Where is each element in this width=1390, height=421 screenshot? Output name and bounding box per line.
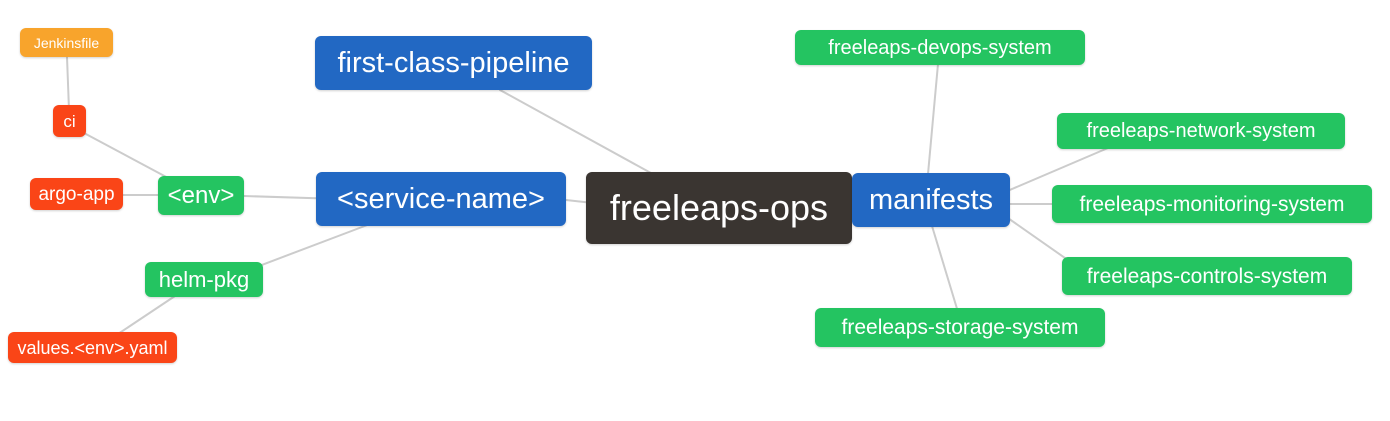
edge-manifests-to-freeleaps-storage-system	[931, 225, 959, 313]
node-freeleaps-devops-system[interactable]: freeleaps-devops-system	[795, 30, 1085, 65]
node-values-env-yaml[interactable]: values.<env>.yaml	[8, 332, 177, 363]
node-freeleaps-storage-system[interactable]: freeleaps-storage-system	[815, 308, 1105, 347]
edge-freeleaps-devops-system-to-manifests	[926, 63, 939, 186]
node-freeleaps-ops[interactable]: freeleaps-ops	[586, 172, 852, 244]
node-argo-app[interactable]: argo-app	[30, 178, 123, 210]
node-manifests[interactable]: manifests	[852, 173, 1010, 227]
edge-helm-pkg-to-values-env-yaml	[111, 293, 179, 339]
node-first-class-pipeline[interactable]: first-class-pipeline	[315, 36, 592, 90]
edge-first-class-pipeline-to-freeleaps-ops	[499, 89, 661, 179]
node-env[interactable]: <env>	[158, 176, 244, 215]
node-freeleaps-controls-system[interactable]: freeleaps-controls-system	[1062, 257, 1352, 295]
node-jenkinsfile[interactable]: Jenkinsfile	[20, 28, 113, 57]
node-helm-pkg[interactable]: helm-pkg	[145, 262, 263, 297]
node-freeleaps-network-system[interactable]: freeleaps-network-system	[1057, 113, 1345, 149]
edge-jenkinsfile-to-ci	[66, 56, 70, 111]
node-freeleaps-monitoring-system[interactable]: freeleaps-monitoring-system	[1052, 185, 1372, 223]
node-service-name[interactable]: <service-name>	[316, 172, 566, 226]
edge-manifests-to-freeleaps-network-system	[1004, 144, 1116, 193]
node-ci[interactable]: ci	[53, 105, 86, 137]
